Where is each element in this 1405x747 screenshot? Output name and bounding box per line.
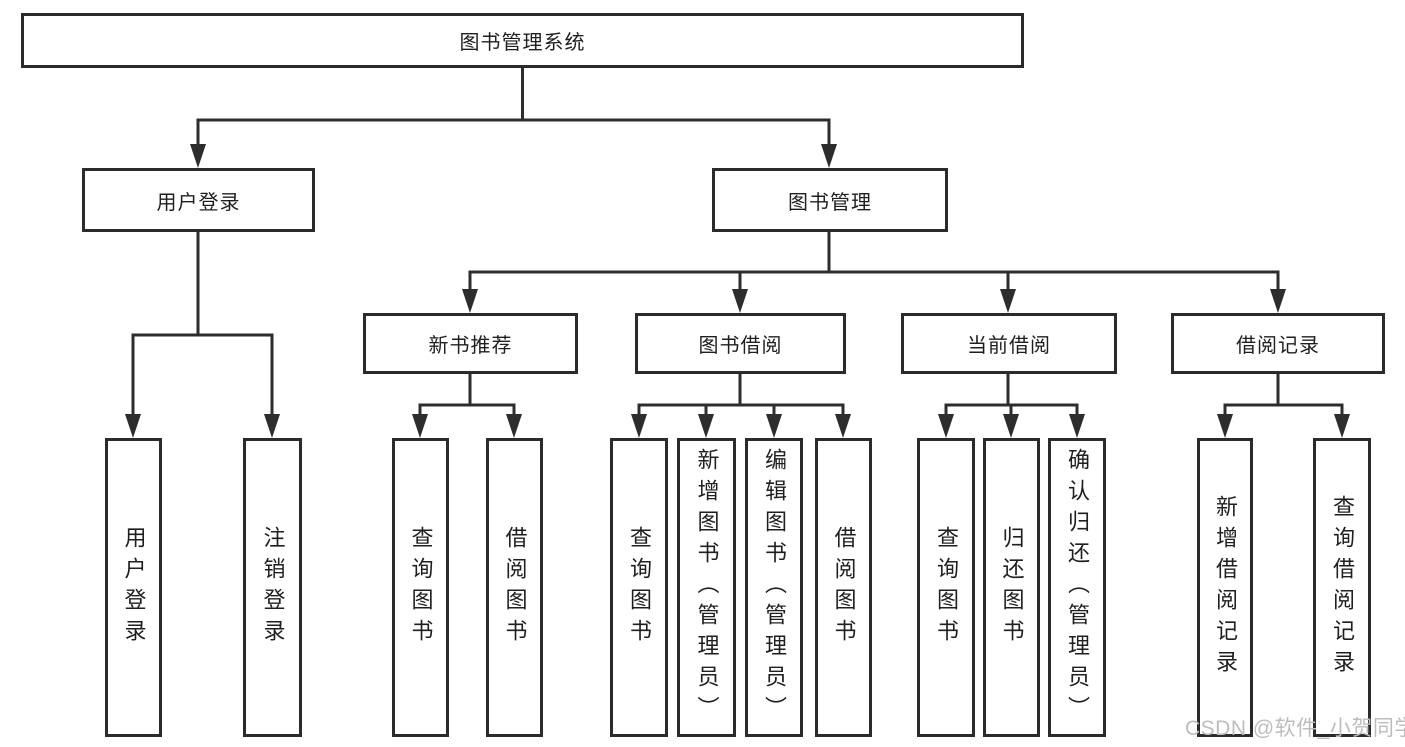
leaf-borrowing-add-books-admin: 新增图书（管理员） [677,438,736,737]
leaf-user-login: 用户登录 [105,438,162,737]
leaf-recommend-query-books: 查询图书 [392,438,449,737]
csdn-watermark: CSDN @软件_小贺同学 [1185,717,1405,740]
node-current-borrowing-label: 当前借阅 [967,335,1051,357]
node-borrowing-records: 借阅记录 [1171,313,1385,374]
leaf-borrowing-borrow-books: 借阅图书 [815,438,872,737]
node-library-system: 图书管理系统 [21,13,1024,68]
leaf-current-confirm-return-admin: 确认归还（管理员） [1048,438,1106,737]
node-book-borrowing: 图书借阅 [635,313,846,374]
node-book-management-label: 图书管理 [788,191,872,214]
node-current-borrowing: 当前借阅 [901,313,1117,374]
leaf-borrowing-edit-books-admin: 编辑图书（管理员） [745,438,803,737]
node-new-book-recommend-label: 新书推荐 [428,335,513,357]
node-book-management: 图书管理 [712,168,948,232]
node-book-borrowing-label: 图书借阅 [698,335,783,357]
leaf-current-query-books: 查询图书 [917,438,975,737]
leaf-logout: 注销登录 [243,438,302,737]
leaf-records-add-record: 新增借阅记录 [1197,438,1253,737]
node-borrowing-records-label: 借阅记录 [1236,335,1320,357]
leaf-recommend-borrow-books: 借阅图书 [486,438,543,737]
node-user-login: 用户登录 [82,168,315,232]
leaf-records-query-record: 查询借阅记录 [1313,438,1371,737]
leaf-current-return-books: 归还图书 [983,438,1040,737]
leaf-borrowing-query-books: 查询图书 [610,438,668,737]
node-library-system-label: 图书管理系统 [459,32,586,54]
node-new-book-recommend: 新书推荐 [363,313,578,374]
node-user-login-label: 用户登录 [156,191,241,214]
